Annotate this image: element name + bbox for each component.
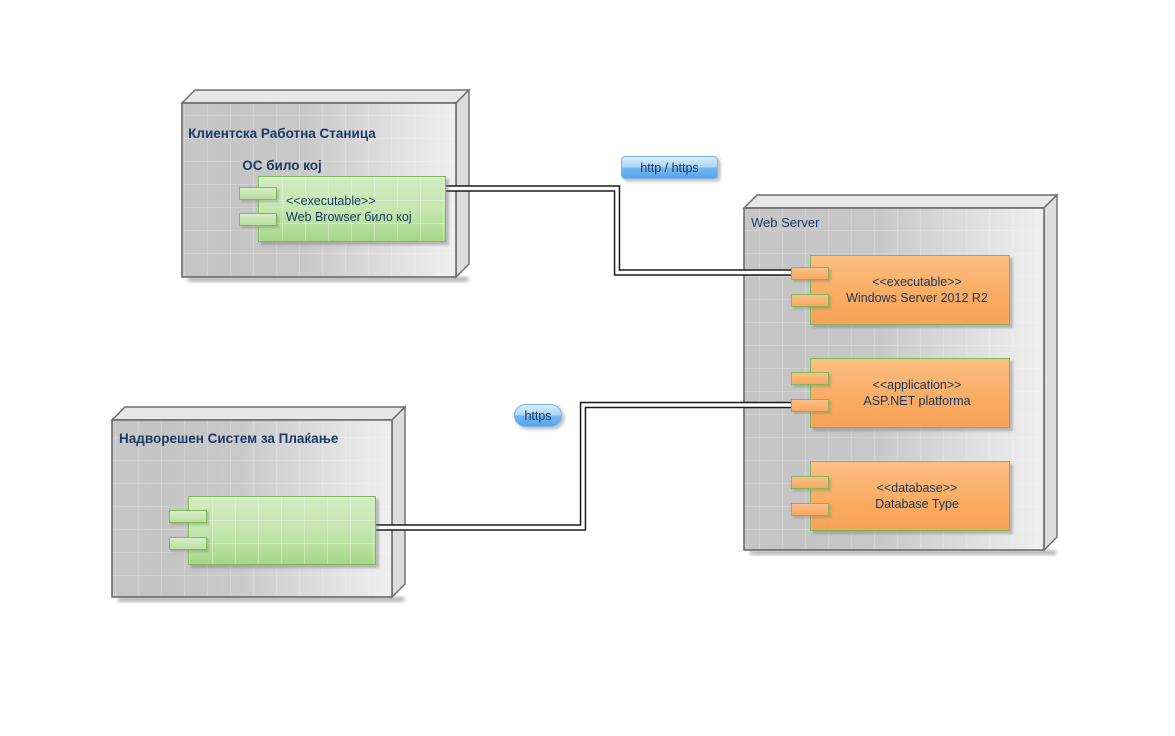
component-tab-icon xyxy=(791,503,829,516)
component-tab-icon xyxy=(791,267,829,280)
component-tab-icon xyxy=(791,399,829,412)
component-label: <<application>> ASP.NET platforma xyxy=(811,377,1009,409)
component-tab-icon xyxy=(239,187,277,200)
component-stereotype: <<executable>> xyxy=(872,275,962,289)
component-database-type[interactable]: <<database>> Database Type xyxy=(791,461,1010,531)
node-shadow xyxy=(118,597,404,602)
component-tab-icon xyxy=(791,476,829,489)
connector-label-http-https[interactable]: http / https xyxy=(621,156,718,179)
component-stereotype: <<executable>> xyxy=(286,194,376,208)
component-name: Web Browser било кој xyxy=(286,210,412,224)
component-payment-unnamed[interactable] xyxy=(169,496,376,565)
client-node-title-line2: ОС било кој xyxy=(242,158,322,173)
node-top-face xyxy=(742,194,1059,209)
client-node-title-line1: Клиентска Работна Станица xyxy=(188,126,376,141)
webserver-node-title: Web Server xyxy=(751,215,820,230)
connector-inner xyxy=(376,403,793,530)
component-name: ASP.NET platforma xyxy=(863,394,971,408)
node-right-face xyxy=(455,88,470,279)
component-name: Database Type xyxy=(875,497,959,511)
payment-node-title: Надворешен Систем за Плаќање xyxy=(119,431,339,446)
node-shadow xyxy=(188,277,468,282)
component-tab-icon xyxy=(239,213,277,226)
connector-label-https[interactable]: https xyxy=(514,404,562,427)
node-top-face xyxy=(180,89,471,104)
connector-inner xyxy=(446,186,793,275)
node-right-face xyxy=(1043,193,1058,552)
connector-payment-to-aspnet[interactable] xyxy=(376,401,793,531)
component-tab-icon xyxy=(791,372,829,385)
node-top-face xyxy=(110,406,407,421)
component-tab-icon xyxy=(791,294,829,307)
connector-outer xyxy=(446,185,793,276)
component-aspnet-platform[interactable]: <<application>> ASP.NET platforma xyxy=(791,358,1010,428)
node-right-face xyxy=(391,405,406,599)
node-shadow xyxy=(750,550,1056,555)
component-web-browser[interactable]: <<executable>> Web Browser било кој xyxy=(239,176,446,242)
component-tab-icon xyxy=(169,537,207,550)
component-windows-server[interactable]: <<executable>> Windows Server 2012 R2 xyxy=(791,255,1010,325)
component-name: Windows Server 2012 R2 xyxy=(846,291,988,305)
connector-browser-to-windows-server[interactable] xyxy=(446,185,793,276)
client-node-title: Клиентска Работна Станица ОС било кој xyxy=(184,110,380,190)
component-tab-icon xyxy=(169,510,207,523)
component-label: <<database>> Database Type xyxy=(811,480,1009,512)
component-label: <<executable>> Web Browser било кој xyxy=(259,193,445,225)
component-label: <<executable>> Windows Server 2012 R2 xyxy=(811,274,1009,306)
component-stereotype: <<application>> xyxy=(872,378,962,392)
component-stereotype: <<database>> xyxy=(876,481,958,495)
